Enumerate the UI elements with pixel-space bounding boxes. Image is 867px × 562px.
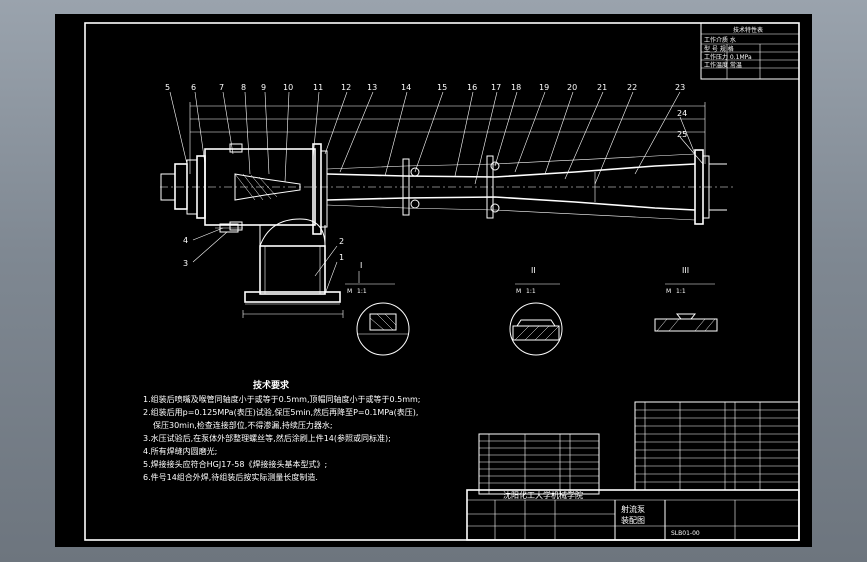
jet-pump-main-view — [160, 102, 735, 318]
tech-req-line-2: 2.组装后用p=0.125MPa(表压)试验,保压5min,然后再降至P=0.1… — [143, 407, 418, 417]
parts-list-left — [478, 433, 600, 495]
balloon-4: 4 — [183, 236, 188, 245]
tech-table-row-1: 工作介质 水 — [704, 36, 736, 44]
balloon-16: 16 — [467, 83, 477, 92]
balloon-18: 18 — [511, 83, 521, 92]
balloon-24: 24 — [677, 109, 687, 118]
balloon-23: 23 — [675, 83, 685, 92]
tech-table-row-4: 工作温度 常温 — [704, 61, 742, 69]
tech-table-row-2: 型 号 规 格 — [704, 45, 734, 53]
tech-requirements: 技术要求 1.组装后喷嘴及喉管同轴度小于或等于0.5mm,顶帽同轴度小于或等于0… — [143, 379, 421, 482]
inlet-flange — [244, 291, 341, 303]
title-drawing-name-2: 装配图 — [621, 515, 645, 525]
title-drawing-name-1: 射流泵 — [621, 504, 645, 514]
balloon-9: 9 — [261, 83, 266, 92]
tech-req-title: 技术要求 — [253, 379, 290, 391]
tech-req-line-7: 6.件号14组合外焊,待组装后按实际测量长度制造. — [143, 472, 318, 482]
section-mark-2: II — [531, 266, 536, 275]
balloon-25: 25 — [677, 130, 687, 139]
section-scale-prefix-1: M — [347, 288, 352, 295]
detail-circle-1 — [356, 302, 410, 356]
tech-req-line-6: 5.焊接接头应符合HGJ17-58《焊接接头基本型式》; — [143, 459, 327, 469]
balloon-8: 8 — [241, 83, 246, 92]
balloon-2: 2 — [339, 237, 344, 246]
balloon-11: 11 — [313, 83, 323, 92]
section-scale-1: 1:1 — [357, 288, 367, 295]
section-mark-1: I — [360, 261, 362, 270]
balloon-3: 3 — [183, 259, 188, 268]
diffuser-lower — [326, 196, 696, 211]
balloon-5: 5 — [165, 83, 170, 92]
section-scale-prefix-3: M — [666, 288, 671, 295]
balloon-13: 13 — [367, 83, 377, 92]
section-scale-2: 1:1 — [526, 288, 536, 295]
suction-pipe — [259, 245, 326, 295]
technical-characteristics-table: 技术特性表 工作介质 水 型 号 规 格 工作压力 0.1MPa 工作温度 常温 — [700, 22, 800, 80]
balloon-12: 12 — [341, 83, 351, 92]
tech-table-title: 技术特性表 — [733, 26, 763, 34]
balloon-22: 22 — [627, 83, 637, 92]
tech-req-line-5: 4.所有焊缝内圆磨光; — [143, 446, 217, 456]
balloon-15: 15 — [437, 83, 447, 92]
assembly-drawing: 5 6 7 8 9 10 11 12 13 14 15 16 17 18 19 … — [84, 22, 800, 541]
end-cap — [174, 163, 188, 210]
detail-circle-2 — [509, 302, 563, 356]
drawing-viewport[interactable]: 5 6 7 8 9 10 11 12 13 14 15 16 17 18 19 … — [55, 14, 812, 547]
title-block: 沈阳化工大学机械学院 射流泵 装配图 SLB01-00 — [466, 489, 800, 541]
tech-req-line-3: 保压30min,检查连接部位,不得渗漏,持续压力器水; — [153, 420, 333, 430]
balloon-labels: 5 6 7 8 9 10 11 12 13 14 15 16 17 18 19 … — [165, 83, 687, 268]
balloon-10: 10 — [283, 83, 293, 92]
balloon-leaders — [169, 91, 704, 295]
detail-plate-3 — [654, 318, 718, 332]
balloon-1: 1 — [339, 253, 344, 262]
parts-list-right — [634, 401, 800, 491]
balloon-21: 21 — [597, 83, 607, 92]
diffuser-upper — [326, 163, 696, 178]
balloon-7: 7 — [219, 83, 224, 92]
tech-req-line-4: 3.水压试验后,在泵体外部整理螺丝等,然后涂刷上件14(参照或同标准); — [143, 433, 391, 443]
title-company: 沈阳化工大学机械学院 — [503, 490, 583, 500]
balloon-17: 17 — [491, 83, 501, 92]
balloon-14: 14 — [401, 83, 411, 92]
detail-views: I M 1:1 II M 1:1 III M 1:1 — [345, 261, 718, 356]
balloon-19: 19 — [539, 83, 549, 92]
section-scale-prefix-2: M — [516, 288, 521, 295]
tech-table-row-3: 工作压力 0.1MPa — [704, 53, 752, 61]
balloon-20: 20 — [567, 83, 577, 92]
balloon-6: 6 — [191, 83, 196, 92]
drawing-frame — [84, 22, 800, 541]
tech-req-line-1: 1.组装后喷嘴及喉管同轴度小于或等于0.5mm,顶帽同轴度小于或等于0.5mm; — [143, 394, 421, 404]
section-scale-3: 1:1 — [676, 288, 686, 295]
nozzle — [234, 173, 301, 201]
title-drawing-no: SLB01-00 — [671, 530, 700, 537]
section-mark-3: III — [682, 266, 689, 275]
